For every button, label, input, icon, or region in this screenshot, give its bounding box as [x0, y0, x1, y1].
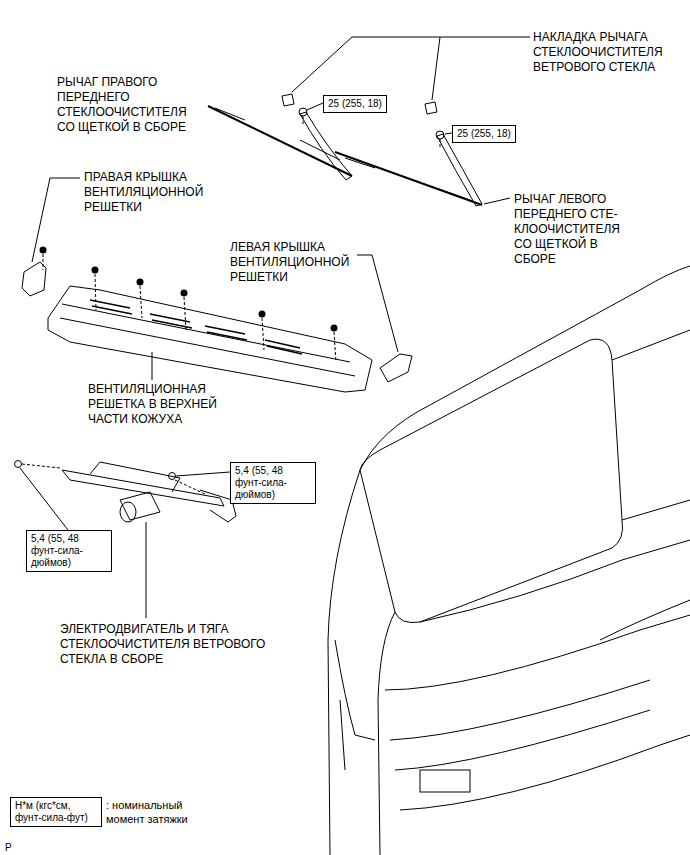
van-side-line: [340, 700, 345, 770]
leader-line: [20, 468, 68, 530]
van-windshield: [360, 339, 623, 622]
part-name: ВЕНТИЛЯЦИОННАЯ РЕШЕТКА В ВЕРХНЕЙ ЧАСТИ К…: [88, 382, 243, 427]
page-mark: P: [5, 840, 12, 855]
nut: [436, 131, 444, 139]
van-grille-top: [385, 615, 690, 690]
leader-line: [484, 198, 510, 204]
louver-slots: [90, 300, 302, 354]
left-cover: [380, 354, 412, 382]
wiper-arm: [437, 134, 482, 206]
cowl-edge: [60, 304, 355, 376]
arm-cap: [425, 102, 437, 114]
van-beltline: [622, 500, 690, 520]
van-front: [378, 612, 395, 855]
torque-value: 25 (255, 18): [328, 98, 382, 110]
leader-line: [292, 37, 530, 92]
part-name: РЫЧАГ ПРАВОГО ПЕРЕДНЕГО СТЕКЛООЧИСТИТЕЛЯ…: [57, 75, 202, 135]
part-name: ЛЕВАЯ КРЫШКА ВЕНТИЛЯЦИОННОЙ РЕШЕТКИ: [230, 240, 358, 285]
bolt: [169, 473, 176, 480]
legend-note: : номинальный момент затяжки: [106, 798, 216, 826]
torque-box: 25 (255, 18): [452, 125, 516, 143]
nut: [299, 108, 307, 116]
part-name: РЫЧАГ ЛЕВОГО ПЕРЕДНЕГО СТЕ- КЛООЧИСТИТЕЛ…: [514, 192, 639, 267]
van-bumper-bottom: [400, 735, 690, 810]
wiper-motor: [120, 492, 160, 520]
arm-cap: [282, 94, 294, 106]
blade-frame: [345, 158, 470, 200]
van-bumper-line: [395, 710, 650, 770]
torque-value: 5,4 (55, 48 фунт-сила-дюймов): [31, 533, 107, 569]
leader-line: [307, 103, 323, 110]
van-hood: [420, 540, 690, 622]
dashed-line: [175, 480, 205, 494]
blade-frame: [215, 108, 340, 160]
part-name: ЭЛЕКТРОДВИГАТЕЛЬ И ТЯГА СТЕКЛООЧИСТИТЕЛЯ…: [60, 622, 295, 667]
cowl-louver: [48, 286, 372, 392]
torque-value: Н*м (кгс*см, фунт-сила-фут): [15, 800, 97, 824]
link-frame: [90, 462, 180, 492]
dashed-line: [303, 116, 440, 148]
leader-line: [357, 255, 398, 352]
dashed-line: [43, 254, 336, 362]
bolt: [15, 461, 22, 468]
motor-end: [120, 502, 136, 522]
torque-value: 25 (255, 18): [457, 128, 511, 140]
leader-line: [432, 37, 440, 100]
torque-box: 5,4 (55, 48 фунт-сила-дюймов): [26, 530, 112, 572]
torque-box: 25 (255, 18): [323, 95, 387, 113]
van-headlight: [335, 640, 375, 740]
van-outline: [328, 266, 690, 855]
unit-legend-box: Н*м (кгс*см, фунт-сила-фут): [10, 797, 102, 827]
van-headlight-right: [600, 600, 690, 640]
link-rod: [62, 470, 224, 506]
leader-line: [152, 352, 153, 380]
leader-line: [146, 522, 147, 618]
leader-line: [32, 178, 80, 262]
torque-value: 5,4 (55, 48 фунт-сила-дюймов): [235, 465, 311, 501]
wiper-blade: [208, 106, 352, 176]
torque-box: 5,4 (55, 48 фунт-сила-дюймов): [230, 462, 316, 504]
leader-line: [445, 133, 452, 134]
part-name: ПРАВАЯ КРЫШКА ВЕНТИЛЯЦИОННОЙ РЕШЕТКИ: [84, 170, 214, 215]
part-name: НАКЛАДКА РЫЧАГА СТЕКЛООЧИСТИТЕЛЯ ВЕТРОВО…: [533, 30, 683, 75]
dashed-line: [22, 464, 60, 468]
wiper-arm: [300, 112, 352, 180]
van-grille-line: [390, 680, 650, 740]
van-pillar: [612, 330, 690, 360]
right-cover: [22, 262, 46, 296]
leader-line: [176, 472, 230, 476]
van-plate: [420, 770, 470, 792]
